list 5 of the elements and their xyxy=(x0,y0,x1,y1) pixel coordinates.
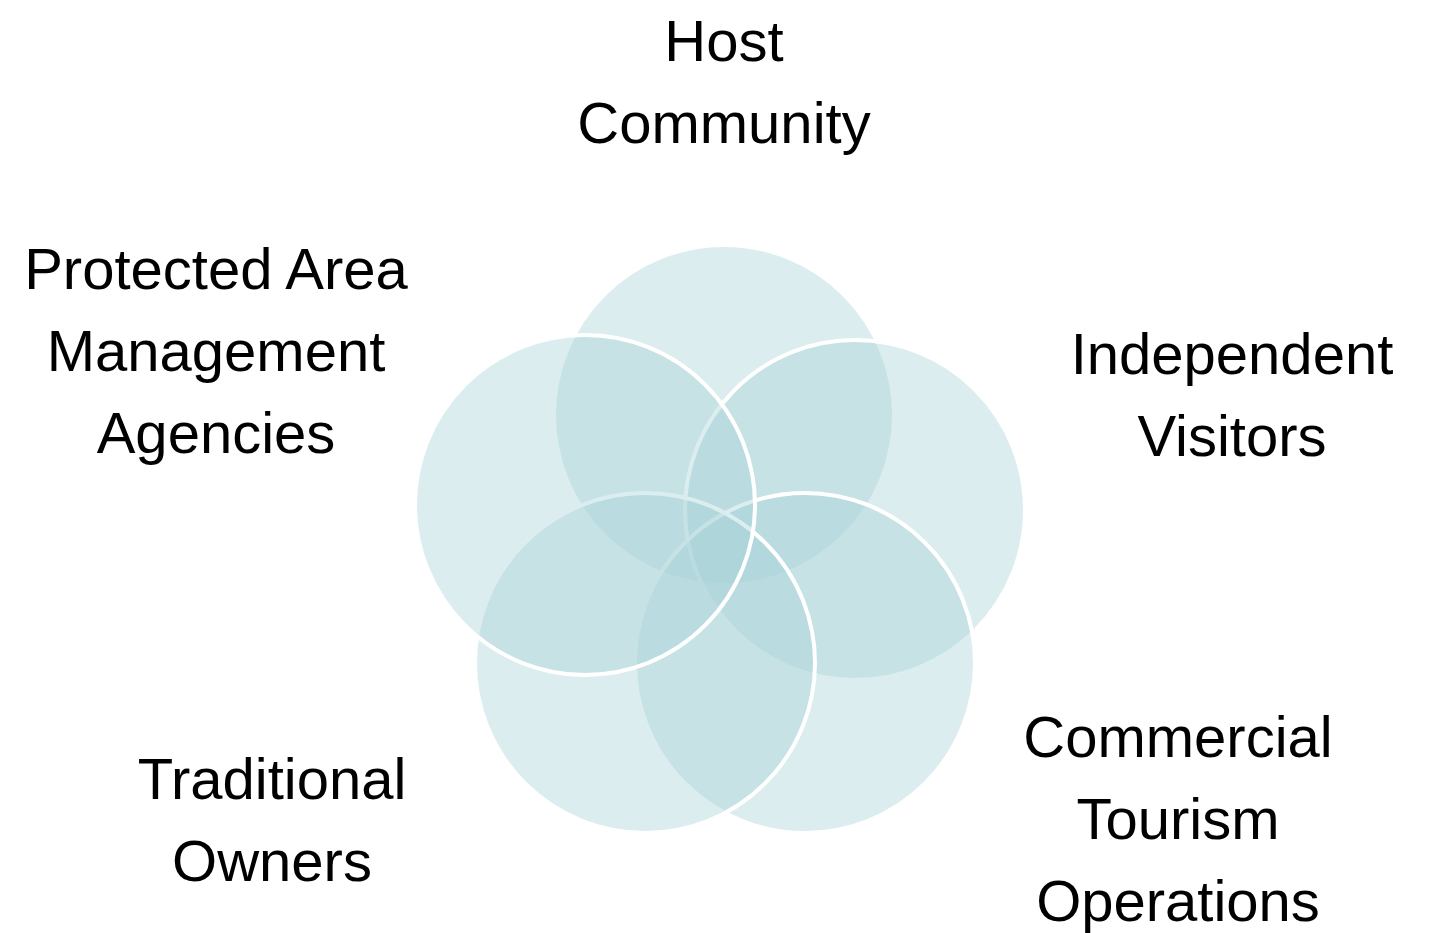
circle-label: Protected Area Management Agencies xyxy=(23,235,409,467)
circle-label: Independent Visitors xyxy=(1069,320,1395,470)
circle-label: Commercial Tourism Operations xyxy=(1022,703,1334,933)
circle-label: Traditional Owners xyxy=(136,745,408,895)
circle-label: Host Community xyxy=(576,7,872,157)
